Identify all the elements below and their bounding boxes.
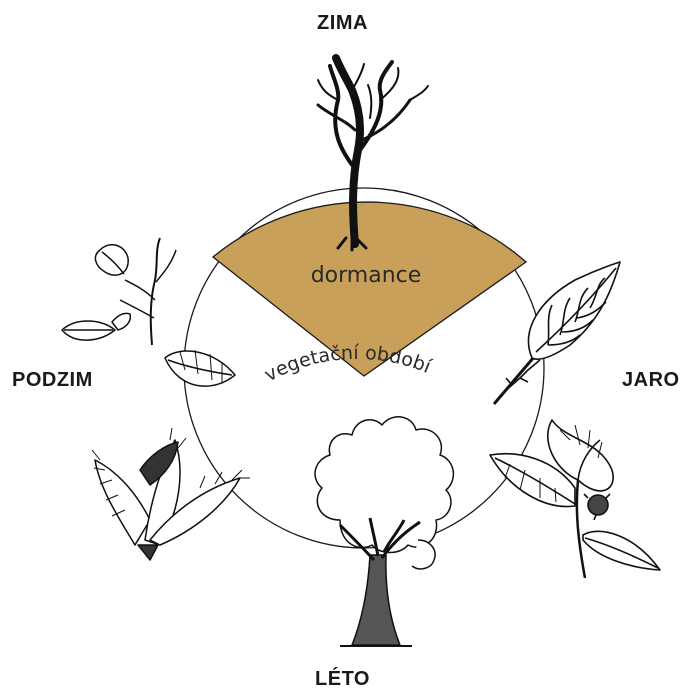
falling-leaves-icon	[62, 238, 235, 386]
season-label-summer: LÉTO	[0, 668, 685, 691]
beech-leaves-icon	[490, 420, 660, 578]
vegetation-label: vegetační období	[261, 342, 435, 386]
season-label-winter: ZIMA	[0, 12, 685, 35]
beech-nut-icon	[92, 428, 250, 560]
beech-bud-icon	[494, 262, 620, 404]
tree-canopy-icon	[315, 417, 453, 646]
season-label-spring: JARO	[622, 369, 680, 392]
season-label-autumn: PODZIM	[12, 369, 93, 392]
dormance-label: dormance	[311, 263, 422, 288]
